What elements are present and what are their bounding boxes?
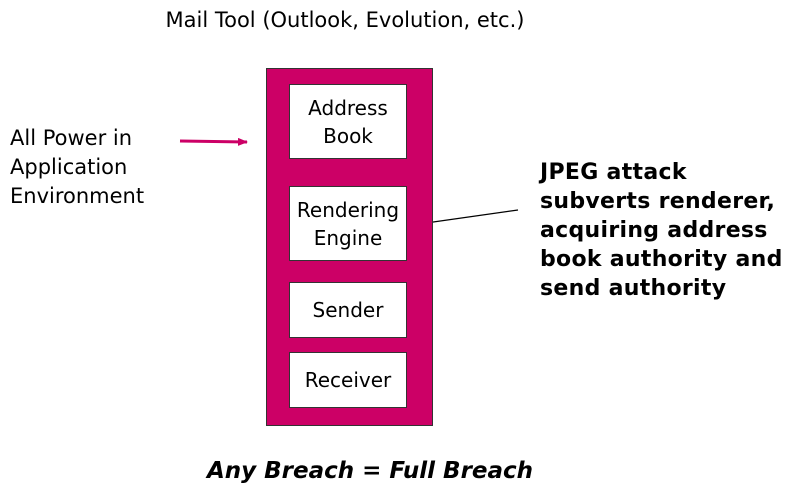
- power-label-line: Application: [10, 155, 128, 179]
- attack-note-line: acquiring address: [540, 218, 768, 243]
- rendering-engine-label: Engine: [313, 225, 383, 250]
- rendering-engine-label: Rendering: [296, 197, 400, 222]
- attack-note-line: book authority and: [540, 247, 783, 272]
- jpeg-attack-note: JPEG attack subverts renderer, acquiring…: [540, 158, 783, 303]
- power-label-line: Environment: [10, 184, 145, 208]
- power-label: All Power in Application Environment: [10, 124, 144, 211]
- attack-note-line: JPEG attack: [540, 160, 687, 185]
- attack-note-line: subverts renderer,: [540, 189, 776, 214]
- breach-conclusion: Any Breach = Full Breach: [206, 458, 534, 484]
- address-book-label: Book: [323, 123, 373, 148]
- address-book-label: Address: [308, 95, 388, 120]
- attack-note-line: send authority: [540, 276, 727, 301]
- sender-box: Sender: [289, 282, 407, 338]
- application-environment-box: Address Book Rendering Engine Sender Rec…: [266, 68, 433, 426]
- power-arrow: [179, 137, 248, 146]
- address-book-box: Address Book: [289, 84, 407, 159]
- receiver-label: Receiver: [304, 368, 392, 392]
- power-label-line: All Power in: [10, 126, 133, 150]
- sender-label: Sender: [312, 298, 384, 322]
- diagram-title: Mail Tool (Outlook, Evolution, etc.): [165, 8, 525, 32]
- receiver-box: Receiver: [289, 352, 407, 408]
- rendering-engine-box: Rendering Engine: [289, 186, 407, 261]
